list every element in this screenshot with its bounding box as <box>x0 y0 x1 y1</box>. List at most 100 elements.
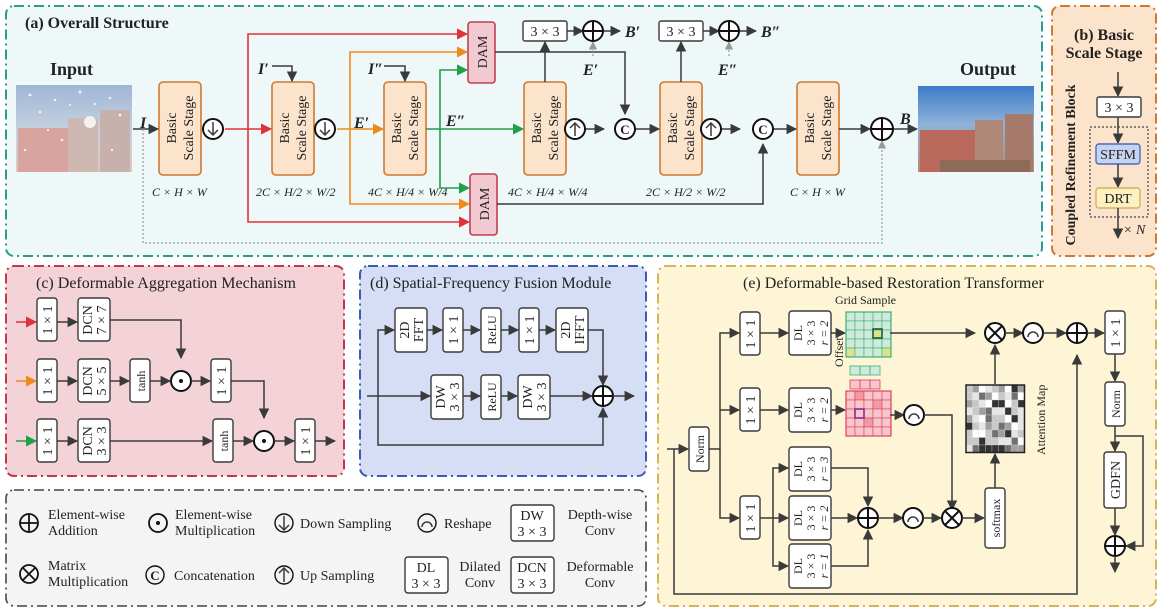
drt-conv1x1-out: 1 × 1 <box>1104 310 1126 355</box>
symbol-E-prime-feed: E′ <box>582 62 598 79</box>
grid-cell <box>854 426 865 437</box>
svg-text:Multiplication: Multiplication <box>175 524 255 539</box>
attention-cell <box>991 407 999 416</box>
symbol-I-double-prime: I″ <box>367 61 383 78</box>
svg-text:DL: DL <box>791 402 805 418</box>
svg-text:2D: 2D <box>559 321 574 338</box>
svg-text:DCN: DCN <box>81 305 96 335</box>
grid-cell <box>863 320 874 331</box>
svg-text:3 × 3: 3 × 3 <box>531 25 560 40</box>
grid-cell <box>872 390 883 401</box>
offset-vector <box>869 365 881 376</box>
legend-item-concatenation: C Concatenation <box>145 565 255 585</box>
attention-cell <box>1004 422 1012 431</box>
elementwise-mult-op-2 <box>253 430 275 452</box>
dam-conv1x1-1: 1 × 1 <box>36 297 58 342</box>
attention-cell <box>978 422 986 431</box>
svg-text:Element-wise: Element-wise <box>48 508 125 523</box>
attention-cell <box>1004 429 1012 438</box>
basic-scale-stage-6: Basic Scale Stage <box>796 81 840 176</box>
svg-text:Reshape: Reshape <box>444 517 491 532</box>
attention-cell <box>998 437 1006 446</box>
attention-cell <box>1017 384 1025 393</box>
svg-text:Norm: Norm <box>693 434 707 463</box>
svg-text:1 × 1: 1 × 1 <box>299 427 314 456</box>
repeat-n-label: × N <box>1123 223 1146 238</box>
offset-vector <box>859 379 871 390</box>
symbol-B: B <box>899 111 911 128</box>
attention-cell <box>985 399 993 408</box>
attention-cell <box>991 384 999 393</box>
svg-text:Scale Stage: Scale Stage <box>182 96 197 161</box>
attention-cell <box>972 407 980 416</box>
dw-box-icon: DW3 × 3 <box>510 504 555 542</box>
grid-cell <box>854 390 865 401</box>
svg-text:3 × 3: 3 × 3 <box>804 554 818 579</box>
svg-text:3 × 3: 3 × 3 <box>535 383 550 412</box>
svg-text:3 × 3: 3 × 3 <box>804 457 818 482</box>
attention-cell <box>991 429 999 438</box>
down-sampling-icon <box>274 513 294 533</box>
grid-cell <box>854 347 865 358</box>
input-label: Input <box>50 59 93 79</box>
attention-cell <box>985 437 993 446</box>
svg-text:r = 3: r = 3 <box>817 457 831 482</box>
svg-text:DW: DW <box>434 385 449 409</box>
drt-conv1x1-q: 1 × 1 <box>739 311 761 356</box>
grid-cell <box>863 399 874 410</box>
svg-text:3 × 3: 3 × 3 <box>804 506 818 531</box>
sffm-add-op <box>592 385 614 407</box>
grid-cell <box>881 408 892 419</box>
attention-cell <box>1017 422 1025 431</box>
svg-text:ReLU: ReLU <box>485 382 499 412</box>
svg-text:IFFT: IFFT <box>573 315 588 344</box>
grid-cell <box>845 329 856 340</box>
drt-conv1x1-k: 1 × 1 <box>739 387 761 432</box>
symbol-E-prime: E′ <box>353 115 369 132</box>
svg-text:Matrix: Matrix <box>48 559 86 574</box>
offset-vector <box>849 379 861 390</box>
svg-text:SFFM: SFFM <box>1100 148 1136 163</box>
attention-cell <box>965 437 973 446</box>
output-image <box>918 86 1034 172</box>
dim-label-2: 2C × H/2 × W/2 <box>256 185 336 199</box>
svg-text:DL: DL <box>791 510 805 526</box>
attention-cell <box>985 384 993 393</box>
basic-scale-stage-5: Basic Scale Stage <box>659 81 703 176</box>
svg-text:1 × 1: 1 × 1 <box>744 320 759 349</box>
panel-b-title-1: (b) Basic <box>1074 27 1134 44</box>
attention-cell <box>1011 437 1019 446</box>
svg-text:r = 1: r = 1 <box>817 554 831 579</box>
grid-cell <box>863 426 874 437</box>
offset-vector <box>849 365 861 376</box>
attention-cell <box>1011 399 1019 408</box>
drt-block: DRT <box>1095 187 1141 209</box>
svg-text:3 × 3: 3 × 3 <box>804 398 818 423</box>
residual-add-op-1 <box>1066 322 1088 344</box>
attention-cell <box>991 444 999 453</box>
attention-cell <box>1004 392 1012 401</box>
symbol-B-double-prime: B″ <box>760 24 781 41</box>
svg-text:Deformable: Deformable <box>567 560 634 575</box>
attention-cell <box>991 399 999 408</box>
reshape-op-out <box>1022 322 1044 344</box>
conv3x3-b1: 3 × 3 <box>522 20 568 42</box>
matrix-mult-op-kv <box>941 507 963 529</box>
drt-norm-1: Norm <box>688 426 710 472</box>
svg-text:1 × 1: 1 × 1 <box>1109 319 1124 348</box>
basic-scale-stage-4: Basic Scale Stage <box>523 81 567 176</box>
grid-cell <box>881 417 892 428</box>
svg-text:Conv: Conv <box>585 524 615 539</box>
attention-cell <box>998 384 1006 393</box>
dim-label-3: 4C × H/4 × W/4 <box>368 185 448 199</box>
grid-cell <box>881 390 892 401</box>
multiscale-add-op <box>857 507 879 529</box>
svg-text:Conv: Conv <box>465 576 495 591</box>
